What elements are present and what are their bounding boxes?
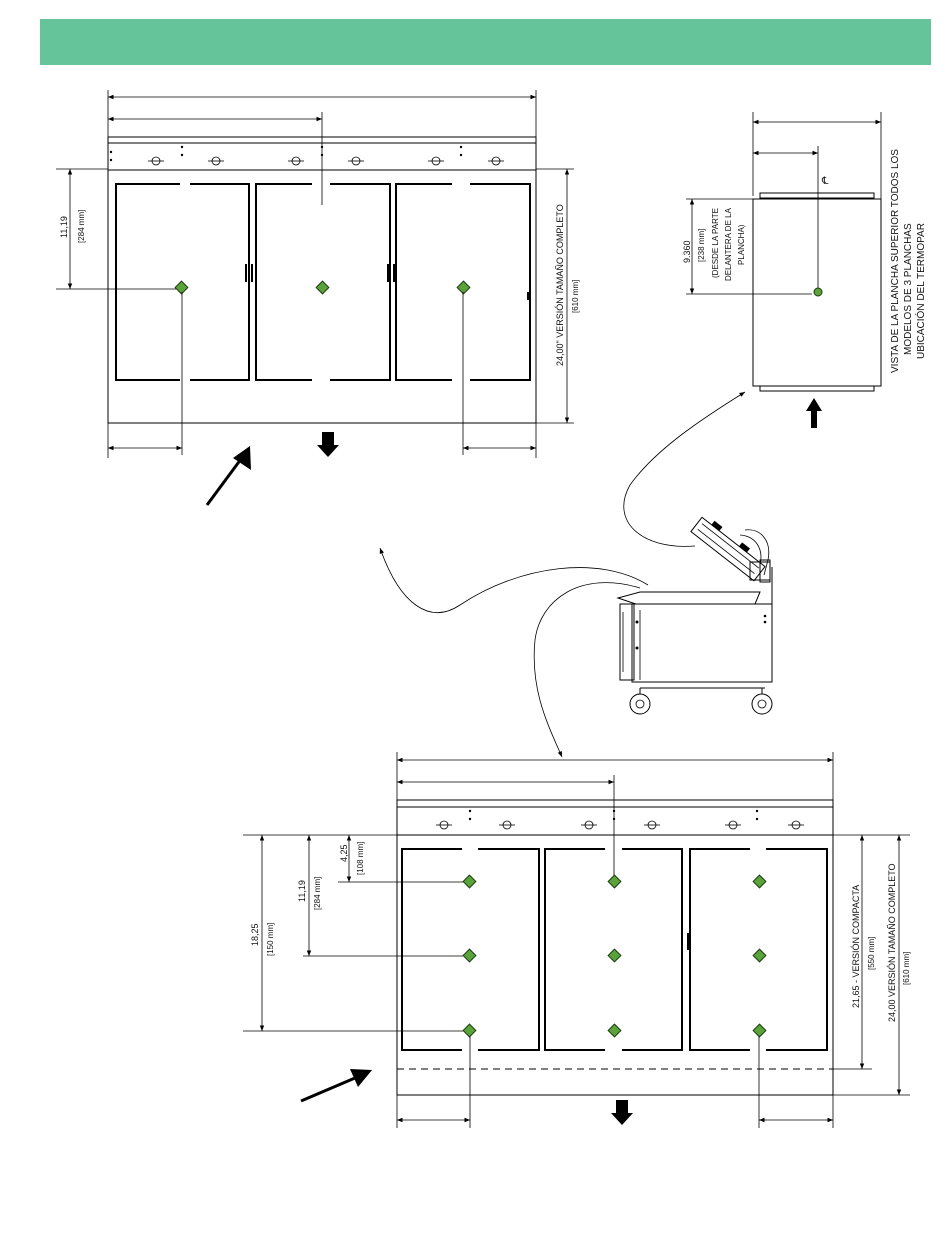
dim-full-mm: [610 mm] [902,952,911,985]
thermocouple-marker [174,280,189,295]
side-title-line2: MODELOS DE 3 PLANCHAS [903,223,914,355]
front-direction-arrow-icon [806,398,822,428]
thermocouple-marker [462,1023,477,1038]
thermocouple-marker [462,948,477,963]
front-direction-arrow-icon [317,432,339,457]
thermocouple-marker [752,1023,767,1038]
side-platen-view: ℄ 9.360 [238 mm] (DESDE LA PARTE DELANTE… [623,112,927,547]
header-band [40,19,931,65]
thermocouple-marker [607,948,622,963]
side-note-line2: DELANTERA DE LA [724,207,733,281]
dim-depth-label: 24,00" VERSIÓN TAMAÑO COMPLETO [555,204,565,366]
dim-depth-mm: [610 mm] [571,280,580,313]
side-dim-in: 9.360 [682,240,692,263]
dim-a-mm: [108 mm] [356,842,365,875]
dim-b-in: 11,19 [297,880,307,902]
caster-wheel [751,693,773,715]
bottom-grill-plan-view: 4,25 [108 mm] 11,19 [284 mm] 18,25 [150 … [243,752,911,1128]
side-title-line3: UBICACIÓN DEL TERMOPAR [914,223,927,359]
thermocouple-marker [462,874,477,889]
platen-outlines [401,848,828,1051]
dim-vertical-in: 11,19 [59,216,69,238]
dim-c-mm: [150 mm] [266,923,275,956]
thermocouple-marker [752,948,767,963]
side-note-line3: PLANCHA) [737,224,746,265]
side-dim-mm: [238 mm] [697,229,706,262]
grill-body-outline [107,136,537,424]
dim-full-label: 24,00 VERSIÓN TAMAÑO COMPLETO [887,863,897,1022]
caster-wheel [629,693,651,715]
knob-row [436,809,804,830]
view-direction-arrow-icon [233,446,251,470]
knob-row [109,145,504,166]
platen-outlines [115,183,531,381]
thermocouple-marker [315,280,330,295]
grill-side-illustration [379,516,773,758]
dim-compact-mm: [550 mm] [867,937,876,970]
dim-vertical-mm: [284 mm] [77,210,86,243]
thermocouple-marker [607,874,622,889]
thermocouple-marker [752,874,767,889]
thermocouple-grid [462,874,767,1038]
front-direction-arrow-icon [611,1100,633,1125]
dim-a-in: 4,25 [339,844,349,862]
view-direction-arrow-icon [350,1069,372,1087]
grill-body-outline [396,799,834,1096]
thermocouple-marker [456,280,471,295]
top-grill-plan-view: 11,19 [284 mm] 24,00" VERSIÓN TAMAÑO COM… [56,90,580,506]
thermocouple-marker [813,287,823,297]
side-title-line1: VISTA DE LA PLANCHA SUPERIOR TODOS LOS [890,149,901,373]
dim-c-in: 18,25 [250,923,260,946]
dim-b-mm: [284 mm] [313,877,322,910]
dim-compact-label: 21,65 - VERSIÓN COMPACTA [851,885,861,1008]
thermocouple-marker [607,1023,622,1038]
side-note-line1: (DESDE LA PARTE [711,208,720,278]
centerline-symbol: ℄ [821,176,829,187]
